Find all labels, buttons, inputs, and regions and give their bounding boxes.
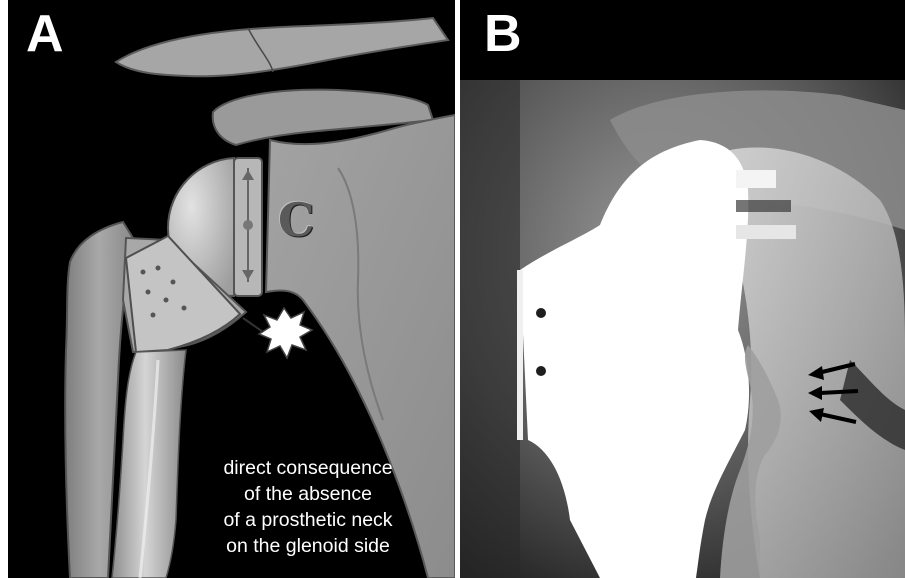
panel-a-label: A xyxy=(26,8,64,60)
caption-line: direct consequence xyxy=(168,455,448,481)
caption-line: of a prosthetic neck xyxy=(168,507,448,533)
component-marker-letter: C xyxy=(278,197,315,243)
panel-a-caption: direct consequence of the absence of a p… xyxy=(168,455,448,559)
panel-b: B xyxy=(460,0,905,578)
screw-hole xyxy=(536,308,546,318)
caption-line: on the glenoid side xyxy=(168,533,448,559)
panel-b-label: B xyxy=(484,8,522,60)
screw-hole xyxy=(536,366,546,376)
clavicle xyxy=(116,18,448,76)
impingement-burst xyxy=(259,308,312,358)
panel-a: C A direct consequence of the absence of… xyxy=(8,0,455,578)
caption-line: of the absence xyxy=(168,481,448,507)
radiograph-image xyxy=(460,0,905,578)
